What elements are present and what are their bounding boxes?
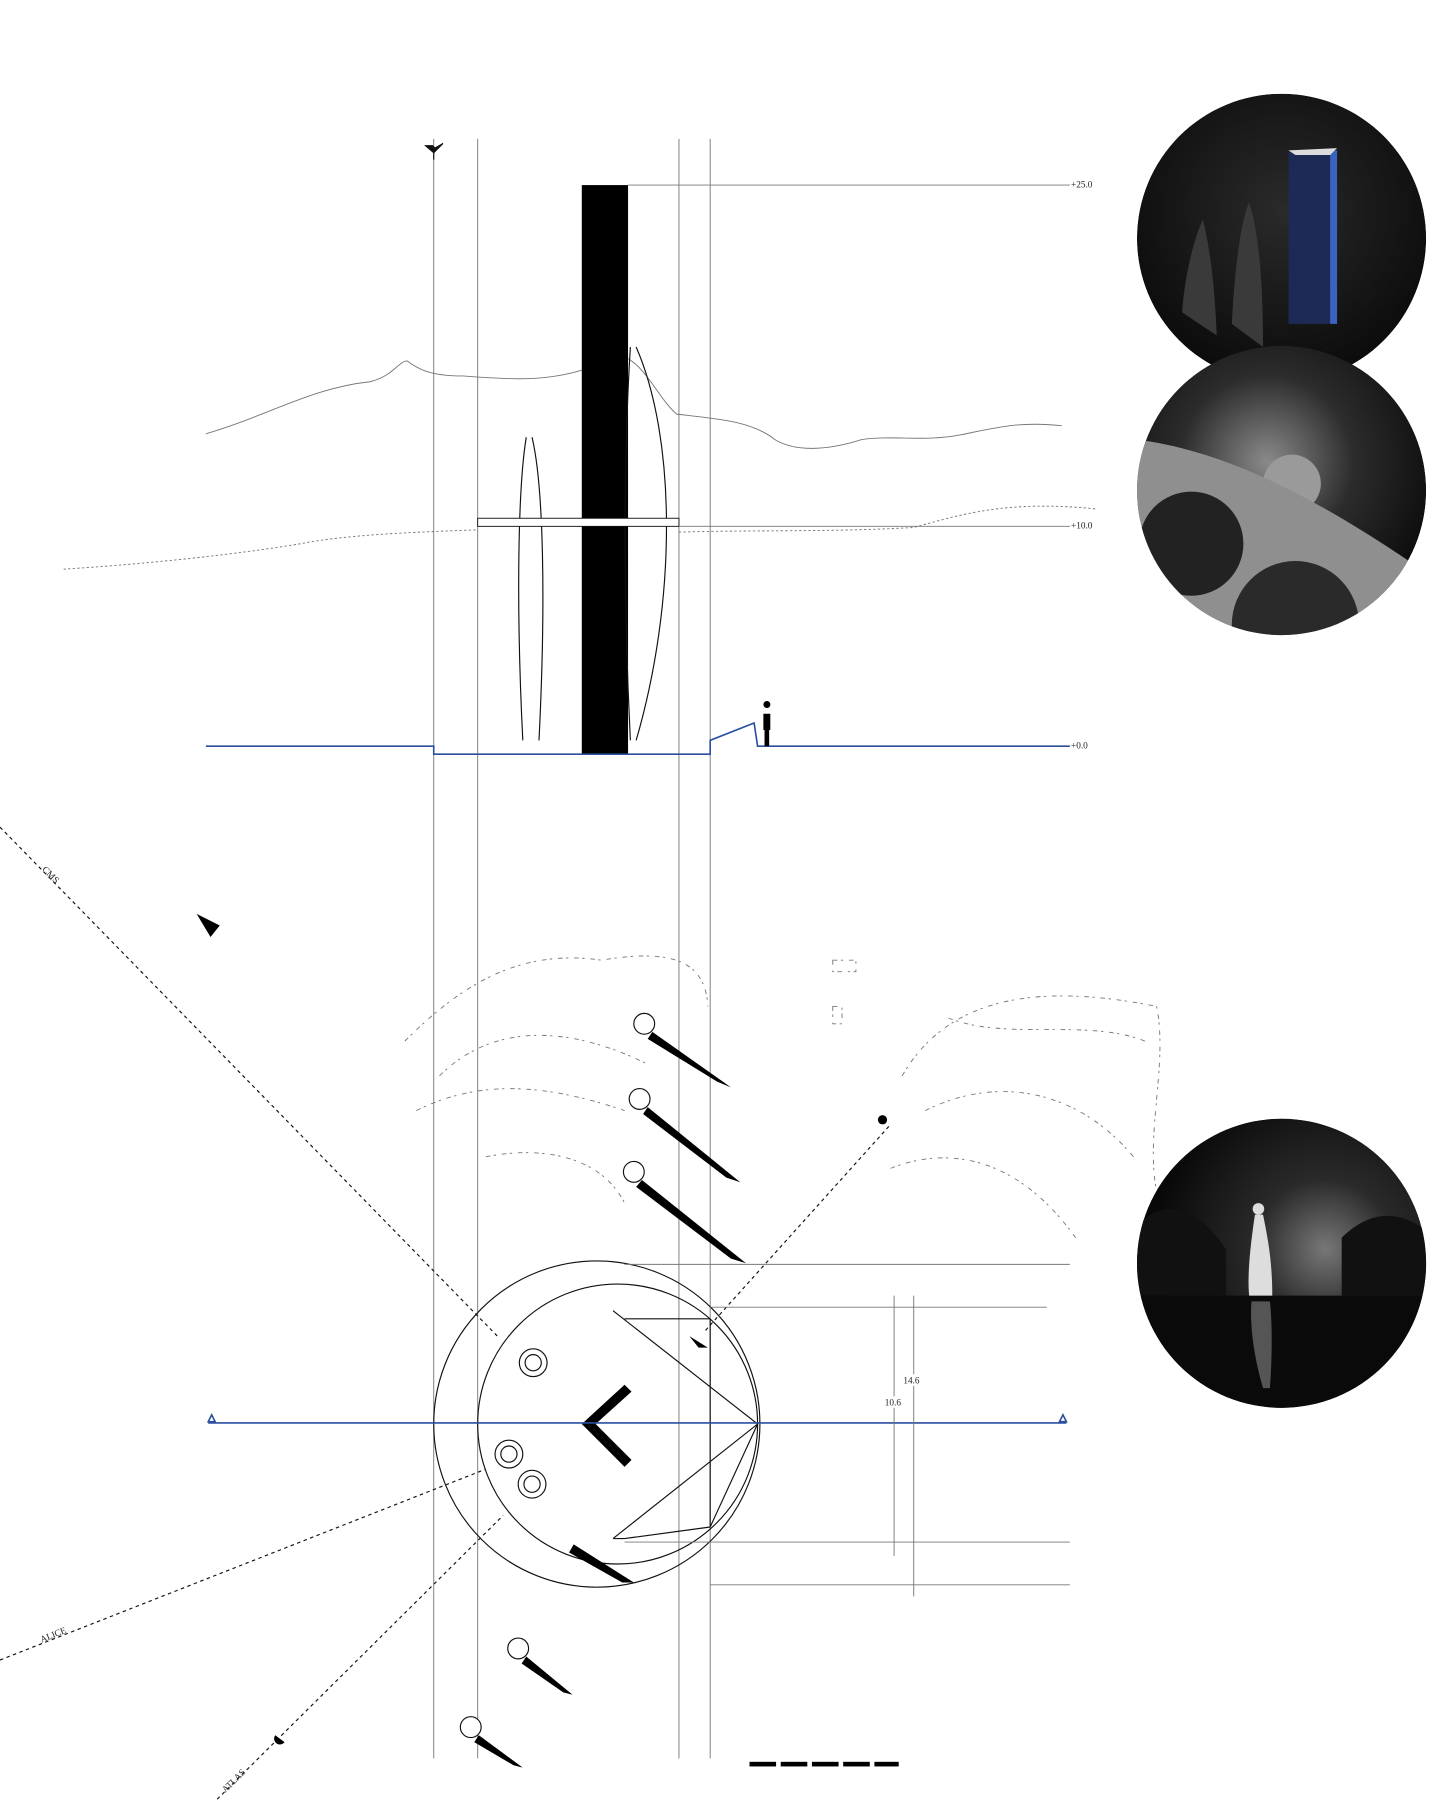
elevation-section: +25.0 +10.0 +0.0 [63, 142, 1097, 756]
landscape-horizon [63, 505, 1097, 570]
tower-plan-chevron [581, 1384, 632, 1467]
person-silhouette-icon [763, 701, 771, 747]
outer-ring [433, 1260, 761, 1588]
grid-lines [433, 138, 711, 1759]
tree-wells [494, 1348, 548, 1499]
night-view-tower-photo [1136, 93, 1427, 383]
level-label: +0.0 [1071, 741, 1088, 751]
north-arrow-icon [196, 913, 220, 938]
bird-icon [424, 142, 444, 160]
platform [477, 517, 680, 527]
cypress-tree [518, 437, 544, 741]
axis-label-alice: ALICE [39, 1626, 68, 1646]
site-plan: CMS ALICE ATLAS 14.6 10.6 [0, 826, 1161, 1800]
scale-bar [749, 1761, 899, 1767]
tree-canopies [459, 1012, 747, 1768]
level-label: +10.0 [1071, 522, 1093, 532]
level-label: +25.0 [1071, 180, 1093, 190]
ground-line [205, 721, 1070, 756]
tower [581, 185, 629, 755]
cypress-tree [624, 346, 668, 741]
axis-label-atlas: ATLAS [221, 1768, 248, 1795]
moon-arch-photo [1136, 345, 1427, 636]
vegetation-outlines [404, 955, 1161, 1239]
inner-ring [477, 1283, 759, 1565]
mountain-profile [205, 358, 1062, 449]
dimension-label: 10.6 [885, 1399, 902, 1409]
axis-label-cms: CMS [40, 865, 61, 886]
dimension-label: 14.6 [903, 1377, 920, 1387]
statue-reflection-photo [1136, 1118, 1427, 1408]
